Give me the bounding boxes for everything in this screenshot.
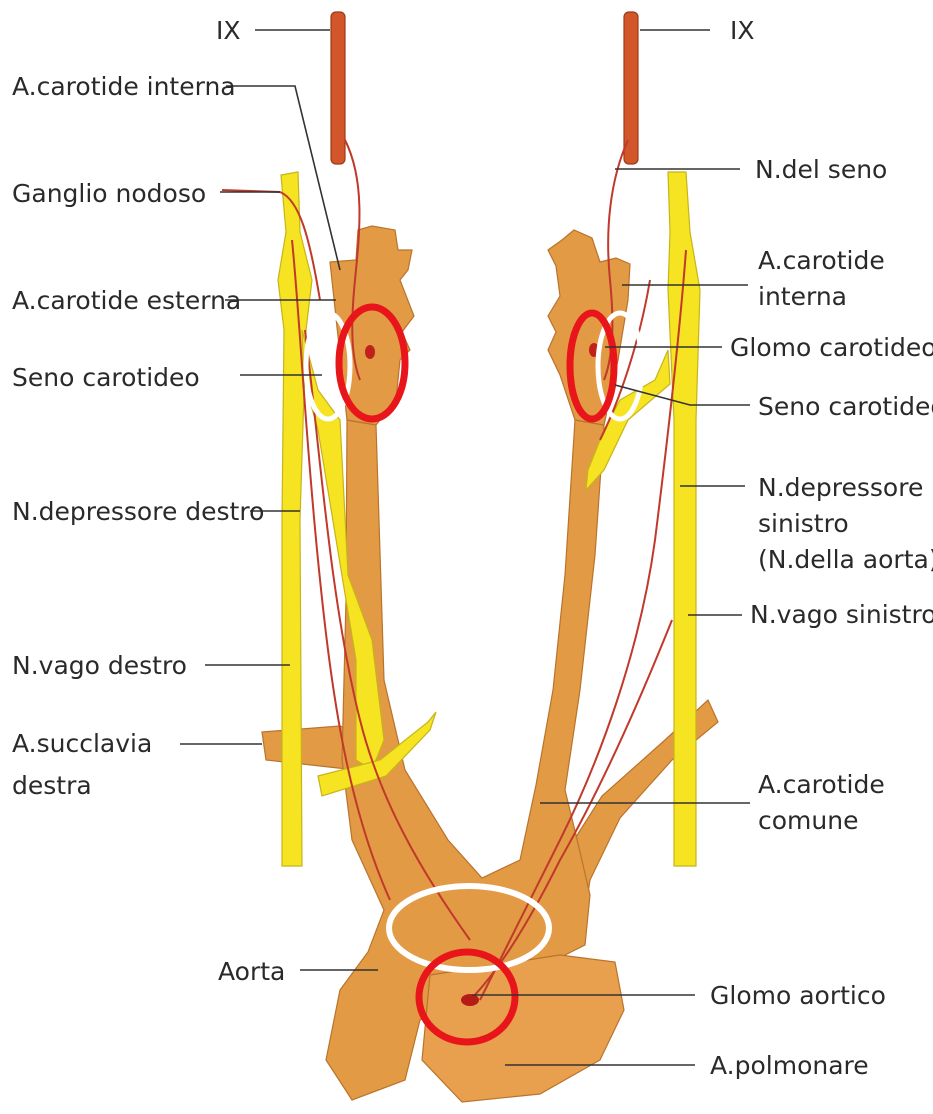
label-seno-left: Seno carotideo <box>12 363 200 392</box>
label-ix-left: IX <box>216 16 241 45</box>
label-carotid-internal-right-2: interna <box>758 282 847 311</box>
carotid-body-right <box>365 345 375 359</box>
label-vago-destro: N.vago destro <box>12 651 187 680</box>
label-carotid-internal-right-1: A.carotide <box>758 246 885 275</box>
label-succlavia-1: A.succlavia <box>12 729 152 758</box>
label-depressore-destro: N.depressore destro <box>12 497 264 526</box>
label-glomo-aortico: Glomo aortico <box>710 981 886 1010</box>
glossopharyngeal-nerve-right <box>331 12 345 164</box>
label-carotide-comune-1: A.carotide <box>758 770 885 799</box>
label-carotid-external: A.carotide esterna <box>12 286 241 315</box>
label-depressore-sinistro-1: N.depressore <box>758 473 923 502</box>
label-seno-right: Seno carotideo <box>758 392 933 421</box>
label-ix-right: IX <box>730 16 755 45</box>
label-carotid-internal-left: A.carotide interna <box>12 72 236 101</box>
label-polmonare: A.polmonare <box>710 1051 869 1080</box>
label-nervo-seno: N.del seno <box>755 155 887 184</box>
label-carotide-comune-2: comune <box>758 806 858 835</box>
label-depressore-sinistro-2: sinistro <box>758 509 849 538</box>
glossopharyngeal-nerve-left <box>624 12 638 164</box>
carotid-bifurcation-left <box>548 230 630 425</box>
label-vago-sinistro: N.vago sinistro <box>750 600 933 629</box>
label-depressore-sinistro-3: (N.della aorta) <box>758 545 933 574</box>
label-ganglio-nodoso: Ganglio nodoso <box>12 179 206 208</box>
label-succlavia-2: destra <box>12 771 92 800</box>
pulmonary-artery <box>422 955 624 1102</box>
label-glomo-carotideo: Glomo carotideo <box>730 333 933 362</box>
label-aorta: Aorta <box>218 957 285 986</box>
